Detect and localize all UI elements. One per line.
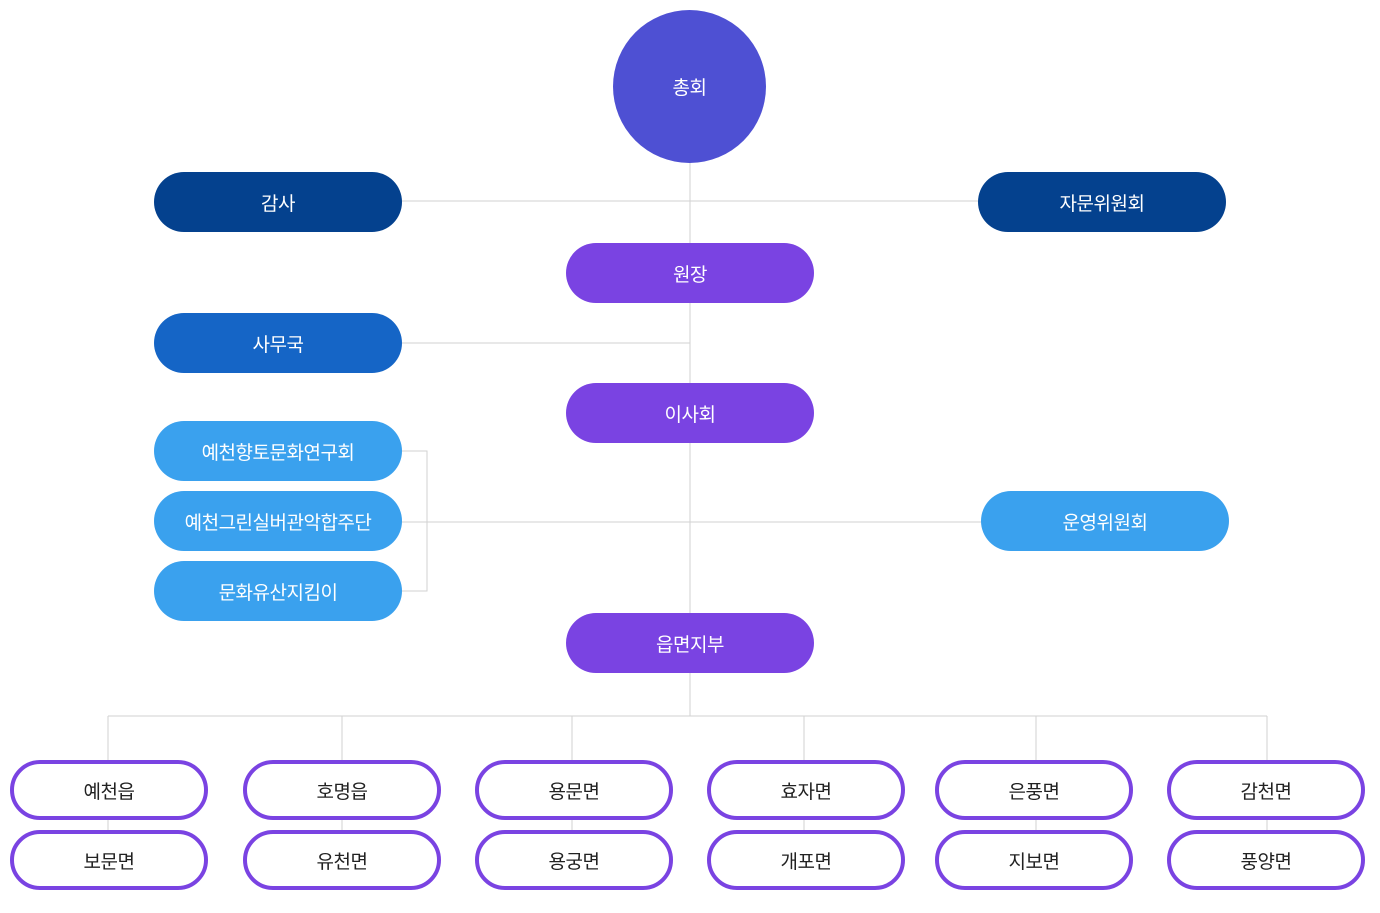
branch-top-3: 용문면: [475, 760, 673, 820]
node-research-group-3: 문화유산지킴이: [154, 561, 402, 621]
branch-top-4: 효자면: [707, 760, 905, 820]
node-board: 이사회: [566, 383, 814, 443]
node-advisory-committee: 자문위원회: [978, 172, 1226, 232]
branch-top-1: 예천읍: [10, 760, 208, 820]
branch-bottom-2: 유천면: [243, 830, 441, 890]
branch-bottom-1: 보문면: [10, 830, 208, 890]
node-general-assembly: 총회: [613, 10, 766, 163]
branch-bottom-5: 지보면: [935, 830, 1133, 890]
node-operating-committee: 운영위원회: [981, 491, 1229, 551]
node-branches-head: 읍면지부: [566, 613, 814, 673]
branch-top-5: 은풍면: [935, 760, 1133, 820]
branch-bottom-6: 풍양면: [1167, 830, 1365, 890]
node-research-group-2: 예천그린실버관악합주단: [154, 491, 402, 551]
branch-top-2: 호명읍: [243, 760, 441, 820]
node-director: 원장: [566, 243, 814, 303]
branch-bottom-3: 용궁면: [475, 830, 673, 890]
branch-top-6: 감천면: [1167, 760, 1365, 820]
branch-bottom-4: 개포면: [707, 830, 905, 890]
node-research-group-1: 예천향토문화연구회: [154, 421, 402, 481]
node-secretariat: 사무국: [154, 313, 402, 373]
node-audit: 감사: [154, 172, 402, 232]
